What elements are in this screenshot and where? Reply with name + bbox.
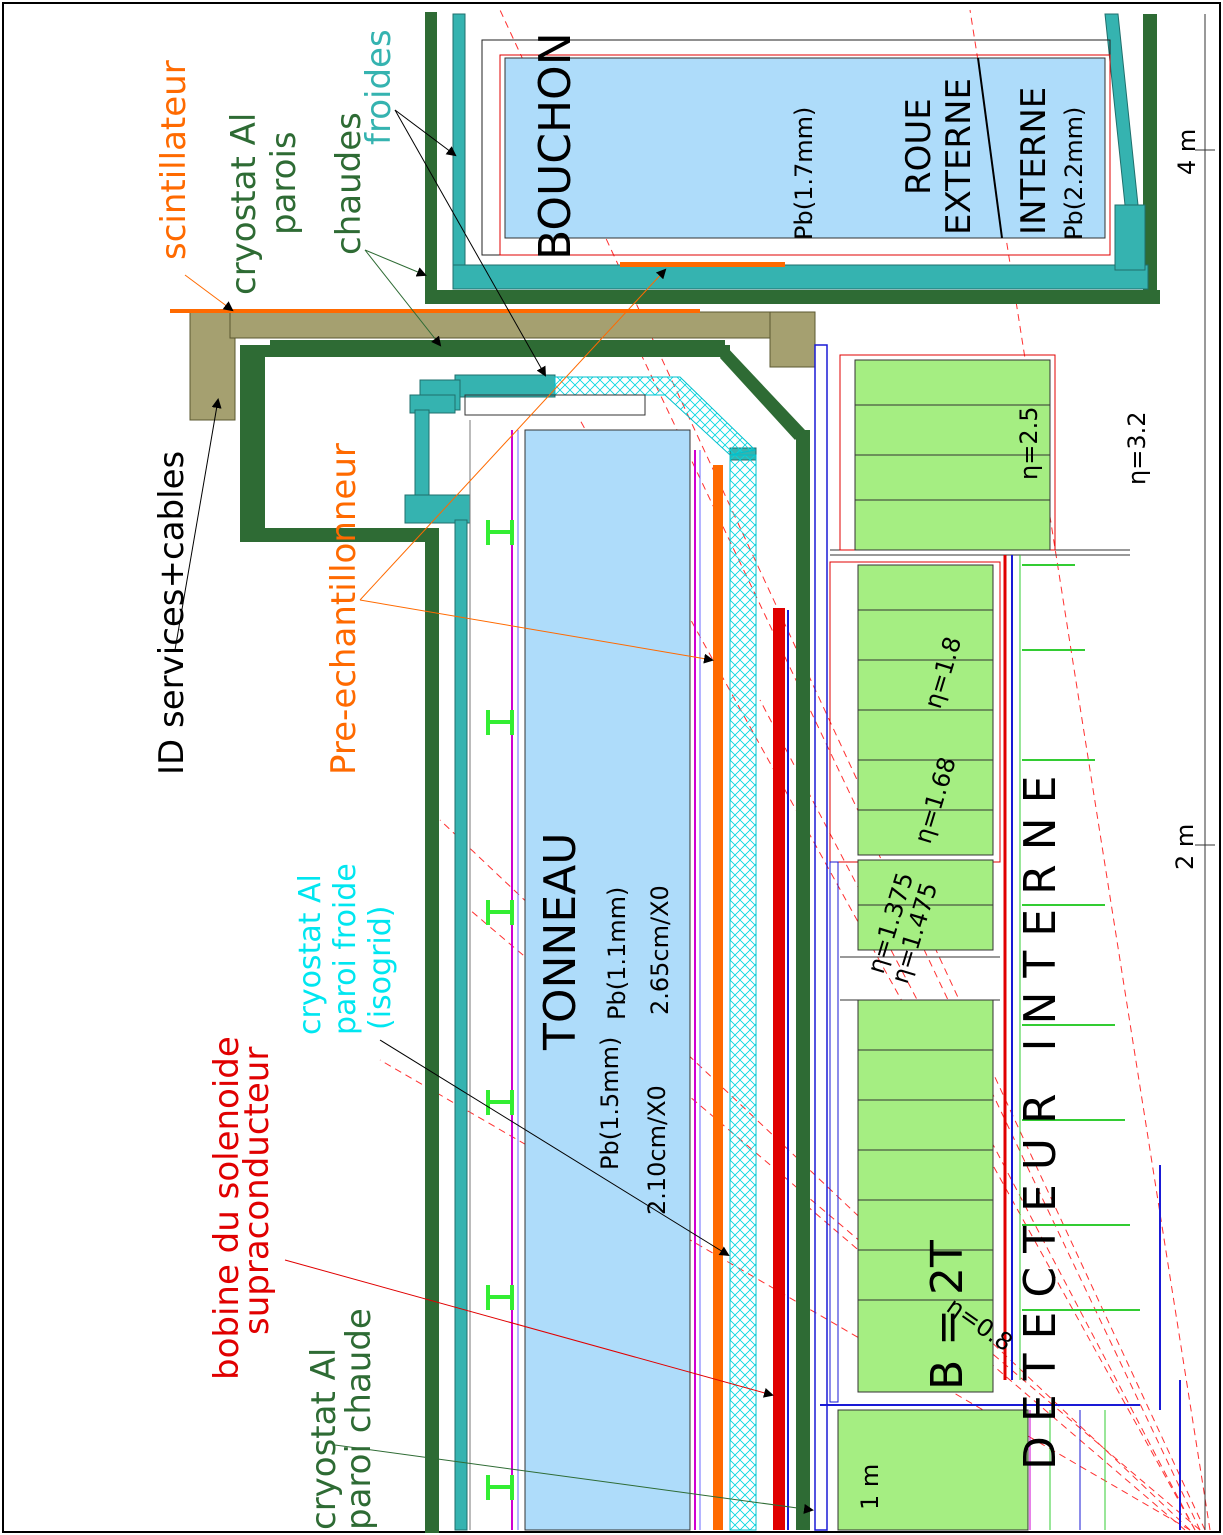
presampler xyxy=(713,465,723,1530)
label-pb-17: Pb(1.7mm) xyxy=(790,107,818,240)
isogrid-mesh xyxy=(554,376,757,1531)
label-eta-25: η=2.5 xyxy=(1015,407,1043,481)
label-bobine-2: supraconducteur xyxy=(237,1047,277,1335)
label-cryo-warm-1: cryostat Al xyxy=(304,1348,344,1530)
cryostat-warm-wall xyxy=(240,12,1160,1533)
label-cryo-warm-2: paroi chaude xyxy=(339,1308,379,1530)
label-cryostat-warm-top-1: cryostat Al xyxy=(224,113,264,295)
label-bouchon: BOUCHON xyxy=(530,32,581,260)
label-x0-210: 2.10cm/X0 xyxy=(643,1085,671,1215)
barrel xyxy=(464,394,789,1531)
eta-line-32 xyxy=(969,9,1211,1531)
label-cryo-cold-1: cryostat Al xyxy=(293,874,328,1035)
pointer-lines xyxy=(174,109,814,1514)
label-scintillateur: scintillateur xyxy=(154,60,194,260)
label-bobine-1: bobine du solenoide xyxy=(207,1036,247,1380)
label-eta-32: η=3.2 xyxy=(1123,412,1151,486)
label-cryo-cold-2: paroi froide xyxy=(328,863,363,1035)
label-cryostat-warm-top-2: parois xyxy=(264,131,304,235)
barrel-lead-region xyxy=(524,429,691,1531)
endcap-lead-region xyxy=(504,57,1106,239)
label-pre-echantillonneur: Pre-echantillonneur xyxy=(324,443,364,775)
label-detecteur-interne: DETECTEUR INTERNE xyxy=(1015,762,1066,1470)
label-x0-265: 2.65cm/X0 xyxy=(646,885,674,1015)
label-one-m: 1 m xyxy=(856,1464,884,1510)
label-pb-22: Pb(2.2mm) xyxy=(1060,107,1088,240)
label-tonneau: TONNEAU xyxy=(535,833,586,1051)
label-cryo-cold-3: (isogrid) xyxy=(363,906,398,1030)
solenoid xyxy=(773,608,785,1530)
support-struts xyxy=(486,520,514,1500)
label-pb-11: Pb(1.1mm) xyxy=(603,887,631,1020)
label-four-m: 4 m xyxy=(1173,129,1201,175)
id-services-block xyxy=(189,311,816,421)
labels: scintillateur cryostat Al parois chaudes… xyxy=(152,29,1201,1530)
label-froides: froides xyxy=(359,29,399,145)
scintillator xyxy=(170,309,700,313)
label-two-m: 2 m xyxy=(1171,824,1199,870)
label-interne: INTERNE xyxy=(1014,87,1054,235)
inner-detector xyxy=(814,344,1181,1531)
scale-bar xyxy=(1195,14,1215,1530)
label-roue: ROUE xyxy=(899,98,939,195)
label-cryostat-warm-top-3: chaudes xyxy=(329,112,369,255)
label-id-services: ID services+cables xyxy=(152,451,192,775)
label-externe: EXTERNE xyxy=(939,78,979,235)
label-pb-15: Pb(1.5mm) xyxy=(596,1037,624,1170)
label-b-field: B = 2T xyxy=(922,1240,973,1390)
eta-line-25 xyxy=(499,9,1206,1531)
endcap xyxy=(481,39,1111,267)
